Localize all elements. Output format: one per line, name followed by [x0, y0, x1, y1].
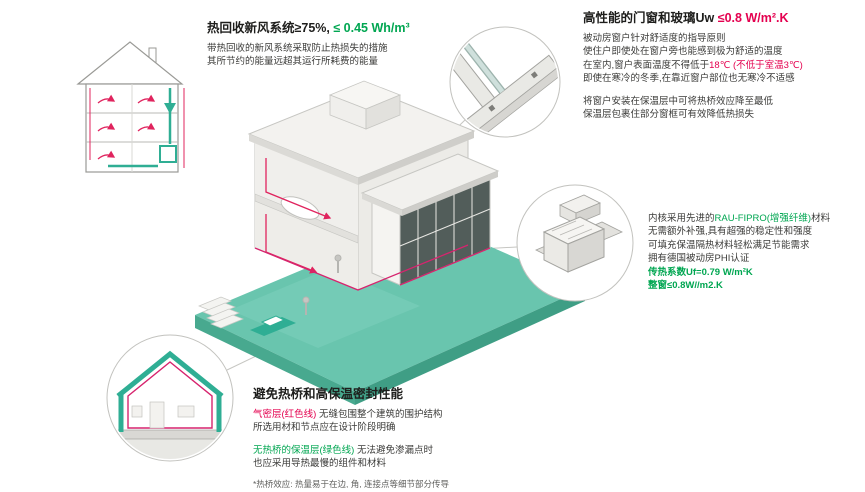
windows-body-line: 在室内,窗户表面温度不得低于18℃ (不低于室温3℃) — [583, 59, 861, 72]
roof-slab — [247, 86, 476, 185]
hrv-body-line: 带热回收的新风系统采取防止热损失的措施 — [207, 42, 388, 54]
hrv-teal-ducts — [108, 88, 177, 168]
windows-line-accent: 18℃ (不低于室温3℃) — [709, 59, 803, 71]
windows-body-line: 保温层包裹住部分窗框可有效降低热损失 — [583, 109, 755, 121]
thermal-bridge-detail — [106, 334, 234, 462]
thermal-body-line: 气密层(红色线) 无缝包围整个建筑的围护结构 — [253, 408, 521, 421]
profile-body-line: 内核采用先进的RAU-FIPRO(增强纤维)材料 — [648, 212, 863, 225]
glass-wing — [360, 153, 500, 286]
profile-body-line: 无需额外补强,具有超强的稳定性和强度 — [648, 226, 813, 238]
window-corner-detail — [449, 26, 561, 138]
human-figures — [302, 254, 342, 315]
thermal-footnote: *热桥效应: 热量易于在边, 角, 连接点等细节部分传导 — [253, 478, 449, 489]
hrv-body: 带热回收的新风系统采取防止热损失的措施 其所节约的能量远超其运行所耗费的能量 — [207, 42, 507, 69]
profile-line-accent: RAU-FIPRO(增强纤维) — [714, 213, 812, 224]
section-openings — [131, 401, 195, 429]
thermal-annotation: 避免热桥和高保温密封性能 气密层(红色线) 无缝包围整个建筑的围护结构 所选用材… — [253, 386, 521, 490]
hrv-title-accent: ≤ 0.45 Wh/m³ — [329, 21, 410, 35]
insulation-layer-label: 无热桥的保温层(绿色线) — [253, 444, 355, 456]
profile-line-text: 内核采用先进的 — [648, 213, 715, 224]
thermal-line-text: 无法避免渗漏点时 — [354, 444, 433, 456]
profile-uf-value: 传热系数Uf=0.79 W/m²K — [648, 266, 753, 278]
profile-body: 内核采用先进的RAU-FIPRO(增强纤维)材料 无需额外补强,具有超强的稳定性… — [648, 212, 863, 293]
hrv-section-illustration — [76, 41, 185, 173]
underground-unit — [250, 315, 296, 336]
airtight-line — [254, 244, 491, 291]
floor-lines — [86, 84, 178, 172]
rooftop-volume — [328, 80, 402, 130]
hrv-red-ducts — [89, 88, 185, 168]
wing-mullions — [399, 177, 491, 278]
stairs — [198, 296, 244, 329]
main-house-illustration — [195, 80, 585, 405]
thermal-body: 气密层(红色线) 无缝包围整个建筑的围护结构 所选用材和节点应在设计阶段明确 无… — [253, 408, 521, 490]
windows-line-text: 在室内,窗户表面温度不得低于 — [583, 59, 710, 71]
windows-title-main: 高性能的门窗和玻璃Uw — [583, 11, 718, 25]
profile-body-line: 拥有德国被动房PHI认证 — [648, 253, 750, 265]
insulation-layer — [116, 350, 224, 432]
windows-body: 被动房窗户针对舒适度的指导原则 使住户即使处在窗户旁也能感到极为舒适的温度 在室… — [583, 32, 861, 122]
hrv-annotation: 热回收新风系统≥75%, ≤ 0.45 Wh/m³ 带热回收的新风系统采取防止热… — [207, 20, 507, 69]
thermal-body-line: 所选用材和节点应在设计阶段明确 — [253, 422, 396, 434]
windows-body-line: 使住户即使处在窗户旁也能感到极为舒适的温度 — [583, 46, 783, 58]
window-profile-detail — [516, 184, 634, 302]
thermal-line-text: 无缝包围整个建筑的围护结构 — [316, 408, 443, 420]
hrv-title: 热回收新风系统≥75%, ≤ 0.45 Wh/m³ — [207, 20, 507, 38]
windows-body-line: 被动房窗户针对舒适度的指导原则 — [583, 32, 726, 44]
profile-annotation: 内核采用先进的RAU-FIPRO(增强纤维)材料 无需额外补强,具有超强的稳定性… — [648, 212, 863, 293]
profile-chambers — [551, 220, 593, 240]
ground-platform — [195, 218, 585, 405]
windows-annotation: 高性能的门窗和玻璃Uw ≤0.8 W/m².K 被动房窗户针对舒适度的指导原则 … — [583, 10, 861, 122]
thermal-body-line: 也应采用导热最慢的组件和材料 — [253, 458, 387, 470]
hrv-body-line: 其所节约的能量远超其运行所耗费的能量 — [207, 56, 379, 68]
windows-title: 高性能的门窗和玻璃Uw ≤0.8 W/m².K — [583, 10, 861, 28]
profile-body-line: 可填充保温隔热材料轻松满足节能需求 — [648, 239, 810, 251]
wing-roof-slab — [360, 153, 500, 216]
hrv-title-main: 热回收新风系统≥75%, — [207, 21, 330, 35]
airtight-layer-line — [127, 361, 213, 429]
windows-body-line: 将窗户安装在保温层中可将热桥效应降至最低 — [583, 95, 774, 107]
thermal-title: 避免热桥和高保温密封性能 — [253, 387, 404, 401]
airtight-layer-label: 气密层(红色线) — [253, 408, 317, 420]
profile-uw-value: 整窗≤0.8W//m2.K — [648, 280, 723, 292]
thermal-body-line: 无热桥的保温层(绿色线) 无法避免渗漏点时 — [253, 444, 521, 457]
windows-title-accent: ≤0.8 W/m².K — [717, 11, 789, 25]
profile-line-text: 材料 — [811, 213, 831, 224]
windows-body-line: 即使在寒冷的冬季,在靠近窗户部位也无寒冷不适感 — [583, 73, 795, 85]
